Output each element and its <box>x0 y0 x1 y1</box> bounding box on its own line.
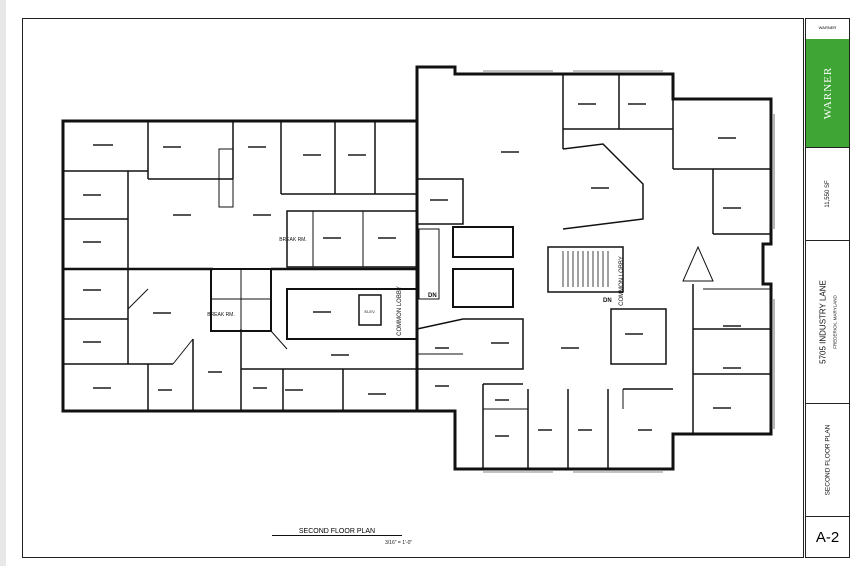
left-wing <box>61 119 419 413</box>
area-cell: 11,550 SF <box>806 148 849 241</box>
plan-title: SECOND FLOOR PLAN <box>272 528 402 536</box>
viewer-edge <box>0 0 6 566</box>
company-logo: WARNER <box>806 39 849 148</box>
elevator-label: ELEV. <box>365 309 376 314</box>
floor-plan-drawing: COMMON LOBBY COMMON LOBBY BREAK RM. BREA… <box>61 65 775 473</box>
small-logo-text: WARNER <box>818 25 837 30</box>
stair-down-right-label: DN <box>603 298 612 304</box>
address-text: 5705 INDUSTRY LANE <box>818 280 827 364</box>
drawing-sheet: COMMON LOBBY COMMON LOBBY BREAK RM. BREA… <box>22 18 804 558</box>
sheet-title-text: SECOND FLOOR PLAN <box>824 424 831 496</box>
common-lobby-left-label: COMMON LOBBY <box>397 286 403 336</box>
room-dimension-marks <box>83 103 741 437</box>
break-room-lower-label: BREAK RM. <box>207 312 235 318</box>
windows <box>483 70 775 473</box>
small-logo: WARNER <box>806 19 849 40</box>
sheet-title-cell: SECOND FLOOR PLAN <box>806 404 849 517</box>
sheet-number: A-2 <box>815 528 840 546</box>
company-logo-text: WARNER <box>821 66 834 120</box>
address-cell: 5705 INDUSTRY LANE FREDERICK, MARYLAND <box>806 241 849 404</box>
title-block: WARNER WARNER 11,550 SF 5705 INDUSTRY LA… <box>805 18 850 558</box>
plan-scale: 3/16" = 1'-0" <box>385 540 413 546</box>
right-wing <box>415 65 773 471</box>
common-lobby-right-label: COMMON LOBBY <box>619 256 625 306</box>
area-text: 11,550 SF <box>824 180 831 208</box>
break-room-upper-label: BREAK RM. <box>279 237 307 243</box>
city-text: FREDERICK, MARYLAND <box>832 295 837 349</box>
stair-down-left-label: DN <box>428 293 437 299</box>
